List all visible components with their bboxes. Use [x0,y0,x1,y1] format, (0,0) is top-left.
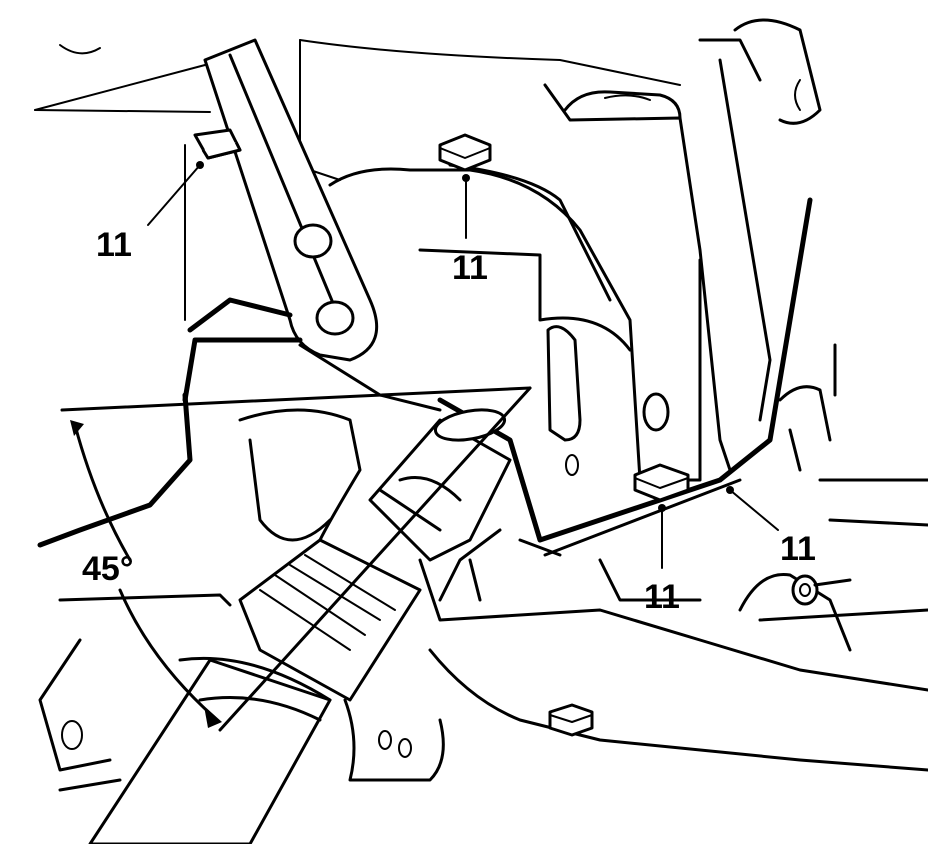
support-arm [203,38,442,412]
callout-label-bottom-center: 11 [644,578,680,616]
callout-label-top-center: 11 [452,249,488,287]
angle-indicator [60,386,532,732]
stud-right [791,574,852,606]
nut-top-center [438,133,492,172]
lower-chassis [37,297,928,792]
socket-wrench [88,408,512,844]
nut-bracket-bottom [633,463,690,502]
callout-label-right: 11 [780,530,816,568]
mounting-bracket [328,18,822,557]
angle-label: 45° [82,550,133,588]
nut-top-left [193,128,242,160]
callout-label-top-left: 11 [96,226,132,264]
nut-lower-center [548,703,594,737]
callout-leaders [147,161,779,569]
